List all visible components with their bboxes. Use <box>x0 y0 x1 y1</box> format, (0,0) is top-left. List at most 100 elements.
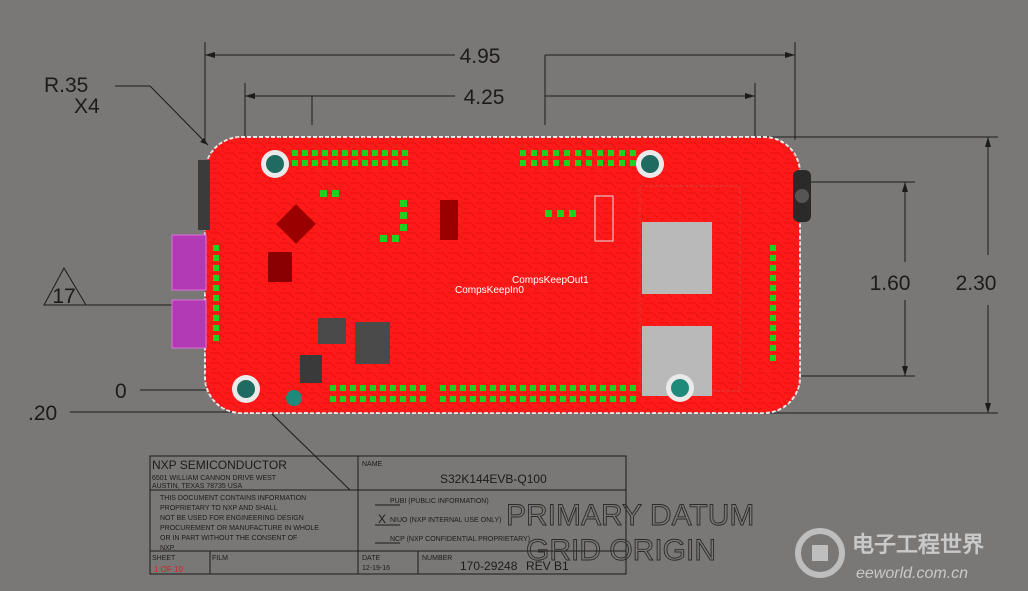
pad <box>360 385 366 391</box>
pad <box>292 160 298 166</box>
callout-number: 17 <box>52 285 75 308</box>
pad <box>540 385 546 391</box>
pad <box>302 160 308 166</box>
pad <box>770 285 776 291</box>
pad <box>292 150 298 156</box>
tb-address-1: 6501 WILLIAM CANNON DRIVE WEST <box>152 475 277 482</box>
pad <box>380 396 386 402</box>
tb-name-value: S32K144EVB-Q100 <box>440 472 547 486</box>
pad <box>553 160 559 166</box>
tb-number-value: 170-29248 <box>460 559 518 573</box>
pad <box>213 275 219 281</box>
pad <box>770 295 776 301</box>
dimension-height-inner <box>800 181 915 377</box>
pad <box>400 224 407 231</box>
pad <box>382 150 388 156</box>
pad <box>380 235 387 242</box>
pad <box>530 385 536 391</box>
right-edge-part <box>793 170 811 222</box>
keepout-label: CompsKeepOut1 <box>512 275 589 286</box>
dim-width-inner-label: 4.25 <box>464 86 505 109</box>
pad <box>610 385 616 391</box>
dim-height-inner-label: 1.60 <box>870 272 911 295</box>
pad <box>586 150 592 156</box>
pad <box>340 385 346 391</box>
pad <box>322 150 328 156</box>
pad <box>392 150 398 156</box>
dimension-radius-leader <box>115 85 209 146</box>
dimension-width-inner <box>244 55 756 160</box>
pad <box>560 396 566 402</box>
pad <box>213 305 219 311</box>
dim-radius-count: X4 <box>74 95 100 118</box>
watermark-logo-icon <box>795 528 845 578</box>
pad <box>590 396 596 402</box>
pad <box>575 160 581 166</box>
dim-height-outer-label: 2.30 <box>956 272 997 295</box>
pad <box>213 325 219 331</box>
tb-niuo-mark: X <box>378 512 386 526</box>
tb-address-2: AUSTIN, TEXAS 78735 USA <box>152 483 242 490</box>
pad <box>500 396 506 402</box>
pad <box>490 396 496 402</box>
pad <box>390 385 396 391</box>
left-connector-usb <box>171 160 210 349</box>
tb-notice-3: PROCUREMENT OR MANUFACTURE IN WHOLE <box>160 525 319 532</box>
pad <box>400 212 407 219</box>
pad <box>630 396 636 402</box>
pad <box>770 325 776 331</box>
pad <box>569 210 576 217</box>
tb-notice-0: THIS DOCUMENT CONTAINS INFORMATION <box>160 495 306 502</box>
pad <box>410 396 416 402</box>
title-leader-line <box>271 413 351 491</box>
pad <box>350 385 356 391</box>
tb-name-label: NAME <box>362 461 383 468</box>
dim-offset-y: .20 <box>28 402 57 425</box>
pad <box>770 265 776 271</box>
pad <box>770 305 776 311</box>
pad <box>390 396 396 402</box>
pad <box>770 335 776 341</box>
pad <box>480 396 486 402</box>
pad <box>608 160 614 166</box>
pad <box>600 396 606 402</box>
pad <box>342 150 348 156</box>
pad <box>500 385 506 391</box>
pad <box>480 385 486 391</box>
pad <box>520 160 526 166</box>
pad <box>460 385 466 391</box>
pad <box>630 160 636 166</box>
pad <box>620 396 626 402</box>
pad <box>510 396 516 402</box>
pad <box>597 150 603 156</box>
pad <box>590 385 596 391</box>
pad <box>402 150 408 156</box>
pad <box>372 150 378 156</box>
primary-datum-line2: GRID ORIGIN <box>526 534 716 567</box>
pad <box>450 385 456 391</box>
watermark <box>795 528 845 578</box>
pad <box>630 385 636 391</box>
pad <box>420 396 426 402</box>
pad <box>470 396 476 402</box>
tb-date-value: 12-19-16 <box>362 565 390 572</box>
dimension-width-outer <box>204 42 796 140</box>
tb-sheet-label: SHEET <box>152 555 176 562</box>
pad <box>330 385 336 391</box>
pad <box>531 150 537 156</box>
pad <box>770 355 776 361</box>
tb-number-label: NUMBER <box>422 555 452 562</box>
tb-rev-value: REV B1 <box>526 559 569 573</box>
pad <box>553 150 559 156</box>
tb-niuo: NIUO (NXP INTERNAL USE ONLY) <box>390 517 502 524</box>
pad <box>580 385 586 391</box>
pad <box>450 396 456 402</box>
dim-radius-label: R.35 <box>44 74 88 97</box>
tb-notice-1: PROPRIETARY TO NXP AND SHALL <box>160 505 278 512</box>
tb-notice-5: NXP. <box>160 545 175 552</box>
pad <box>770 345 776 351</box>
pad <box>531 160 537 166</box>
callout-triangle <box>43 266 87 306</box>
